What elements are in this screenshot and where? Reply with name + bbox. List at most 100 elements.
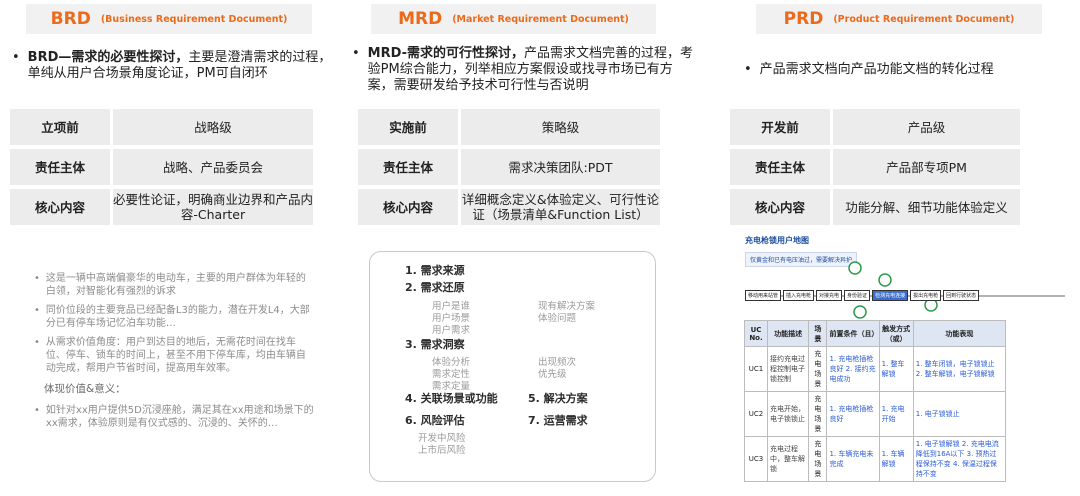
step-item: 6. 风险评估 (405, 414, 465, 427)
table-cell: UC2 (744, 391, 768, 437)
table-cell: 1. 整车闭锁，电子锁锁止 2. 整车解锁，电子锁解锁 (912, 346, 1007, 392)
sub-item: 体验分析 (432, 357, 471, 368)
row-value: 产品级 (830, 109, 1020, 145)
table-cell: UC1 (744, 346, 768, 392)
bullet-dot-icon: • (34, 405, 40, 416)
prd-title: PRD (783, 9, 824, 29)
bullet-dot-icon: • (34, 305, 40, 316)
sub-item: 体验问题 (538, 313, 577, 324)
note-text: 如针对xx用户提供5D沉浸座舱，满足其在xx用途和场景下的xx需求，体验原则是有… (45, 405, 314, 429)
table-cell: 1. 充电枪插枪良好 2. 接约充电成功 (826, 346, 880, 392)
row-key: 责任主体 (730, 149, 830, 185)
sub-item: 需求定量 (432, 381, 471, 392)
column-header: 功能描述 (766, 320, 810, 347)
row-value: 战略、产品委员会 (110, 149, 313, 185)
brd-bullet-head: BRD—需求的必要性探讨， (27, 50, 189, 65)
column-header: 触发方式（或） (878, 320, 914, 347)
row-key: 核心内容 (358, 189, 458, 225)
uc4-node (878, 273, 892, 287)
mrd-bullet-text: MRD-需求的可行性探讨，产品需求文档完善的过程，考验PM综合能力，列举相应方案… (368, 46, 697, 94)
table-cell: 充电开始，电子锁锁止 (766, 391, 810, 437)
map-steps: 移动用来站管 插入充电枪 对接充电 身份验证 检测充电连接 拔出充电枪 回到行驶… (745, 290, 1075, 301)
bullet-dot-icon: • (34, 273, 40, 284)
brd-bullet-rest: 主要是澄清需求的过程，单纯从用户合场景角度论证，PM可自闭环 (27, 50, 332, 81)
user-map-figure: 充电枪锁用户地图 仅黄金和已有电压油过，需要解决异护 移动用来站管 插入充电枪 … (735, 232, 1075, 492)
table-cell: 充电场景 (808, 346, 828, 392)
value-title: 体现价值&意义： (44, 383, 126, 395)
uc2-node (853, 305, 867, 319)
row-key: 核心内容 (10, 189, 110, 225)
sub-item: 需求定性 (432, 369, 471, 380)
list-item: • 如针对xx用户提供5D沉浸座舱，满足其在xx用途和场景下的xx需求，体验原则是… (34, 404, 314, 430)
row-value: 策略级 (458, 109, 660, 145)
brd-title: BRD (50, 9, 91, 29)
brd-bullet-text: BRD—需求的必要性探讨，主要是澄清需求的过程，单纯从用户合场景角度论证，PM可… (28, 50, 332, 82)
mrd-subtitle: (Market Requirement Document) (452, 13, 629, 25)
map-title: 充电枪锁用户地图 (745, 236, 809, 245)
sub-item: 出现频次 (538, 357, 577, 368)
map-step: 对接充电 (816, 290, 843, 301)
row-value: 必要性论证，明确商业边界和产品内容-Charter (110, 189, 313, 225)
mrd-bullet-rest: 产品需求文档完善的过程，考验PM综合能力，列举相应方案假设或找寻市场已有方案，需… (367, 46, 694, 93)
column-header: UC No. (744, 320, 768, 347)
row-value: 功能分解、细节功能体验定义 (830, 189, 1020, 225)
sub-item: 现有解决方案 (538, 301, 596, 312)
table-row: 实施前策略级 (358, 109, 660, 145)
mrd-meta-table: 实施前策略级 责任主体需求决策团队:PDT 核心内容详细概念定义&体验定义、可行… (358, 105, 660, 229)
table-cell: 1. 整车解锁 (878, 346, 914, 392)
table-row: 责任主体需求决策团队:PDT (358, 149, 660, 185)
map-step: 回到行驶状态 (943, 290, 980, 301)
table-cell: 接约充电过程控制电子锁控制 (766, 346, 810, 392)
row-key: 责任主体 (10, 149, 110, 185)
table-row: 责任主体战略、产品委员会 (10, 149, 313, 185)
prd-subtitle: (Product Requirement Document) (833, 13, 1015, 25)
table-cell: 1. 电子锁解锁 2. 充电电流降低到16A以下 3. 预热过程保持不变 4. … (912, 436, 1007, 482)
row-key: 核心内容 (730, 189, 830, 225)
row-key: 实施前 (358, 109, 458, 145)
row-value: 需求决策团队:PDT (458, 149, 660, 185)
map-step: 插入充电枪 (783, 290, 815, 301)
list-item: • 同价位段的主要竞品已经配备L3的能力，潜在开发L4，大部分已有停车场记忆泊车功… (34, 304, 314, 330)
sub-item: 用户场景 (432, 313, 471, 324)
step-item: 3. 需求洞察 (405, 338, 465, 351)
column-header: 前置条件（且） (826, 320, 880, 347)
table-header-row: UC No. 功能描述 场景 前置条件（且） 触发方式（或） 功能表现 (744, 320, 1007, 347)
bullet-dot-icon: • (34, 337, 40, 348)
step-item: 4. 关联场景或功能 (405, 392, 498, 405)
mrd-header: MRD (Market Requirement Document) (371, 4, 656, 34)
brd-bullet: • BRD—需求的必要性探讨，主要是澄清需求的过程，单纯从用户合场景角度论证，P… (12, 50, 332, 82)
sub-item: 开发中风险 (418, 433, 466, 444)
table-row: UC3 充电过程中，整车解锁 充电场景 1. 车辆充电未完成 1. 车辆解锁 1… (744, 436, 1007, 482)
row-value: 产品部专项PM (830, 149, 1020, 185)
column-header: 场景 (808, 320, 828, 347)
mrd-bullet: • MRD-需求的可行性探讨，产品需求文档完善的过程，考验PM综合能力，列举相应… (352, 46, 697, 94)
column-header: 功能表现 (912, 320, 1007, 347)
table-cell: 充电场景 (808, 436, 828, 482)
sub-item: 用户需求 (432, 325, 471, 336)
bullet-dot-icon: • (12, 50, 20, 65)
prd-bullet-text: 产品需求文档向产品功能文档的转化过程 (759, 62, 994, 77)
table-cell: UC3 (744, 436, 768, 482)
table-row: 立项前战略级 (10, 109, 313, 145)
table-cell: 充电过程中，整车解锁 (766, 436, 810, 482)
step-item: 1. 需求来源 (405, 264, 465, 277)
mrd-steps-box: 1. 需求来源 2. 需求还原 用户是谁 用户场景 用户需求 现有解决方案 体验… (369, 251, 656, 482)
step-item: 5. 解决方案 (528, 392, 588, 405)
row-key: 责任主体 (358, 149, 458, 185)
map-step: 身份验证 (844, 290, 871, 301)
list-item: •这是一辆中高端偏豪华的电动车，主要的用户群体为年轻的白领，对智能化有强烈的诉求 (34, 272, 314, 298)
note-text: 同价位段的主要竞品已经配备L3的能力，潜在开发L4，大部分已有停车场记忆泊车功能… (45, 305, 310, 329)
table-cell: 1. 充电开始 (878, 391, 914, 437)
bullet-dot-icon: • (352, 46, 360, 61)
table-row: 核心内容详细概念定义&体验定义、可行性论证（场景清单&Function List… (358, 189, 660, 225)
brd-meta-table: 立项前战略级 责任主体战略、产品委员会 核心内容必要性论证，明确商业边界和产品内… (10, 105, 313, 229)
table-cell: 1. 充电枪插枪良好 (826, 391, 880, 437)
table-cell: 1. 车辆解锁 (878, 436, 914, 482)
uc-table: UC No. 功能描述 场景 前置条件（且） 触发方式（或） 功能表现 UC1 … (744, 320, 1007, 482)
table-row: 核心内容必要性论证，明确商业边界和产品内容-Charter (10, 189, 313, 225)
brd-header: BRD (Business Requirement Document) (26, 4, 312, 34)
table-cell: 1. 车辆充电未完成 (826, 436, 880, 482)
mrd-bullet-head: MRD-需求的可行性探讨， (367, 46, 525, 61)
sub-item: 用户是谁 (432, 301, 471, 312)
table-cell: 充电场景 (808, 391, 828, 437)
